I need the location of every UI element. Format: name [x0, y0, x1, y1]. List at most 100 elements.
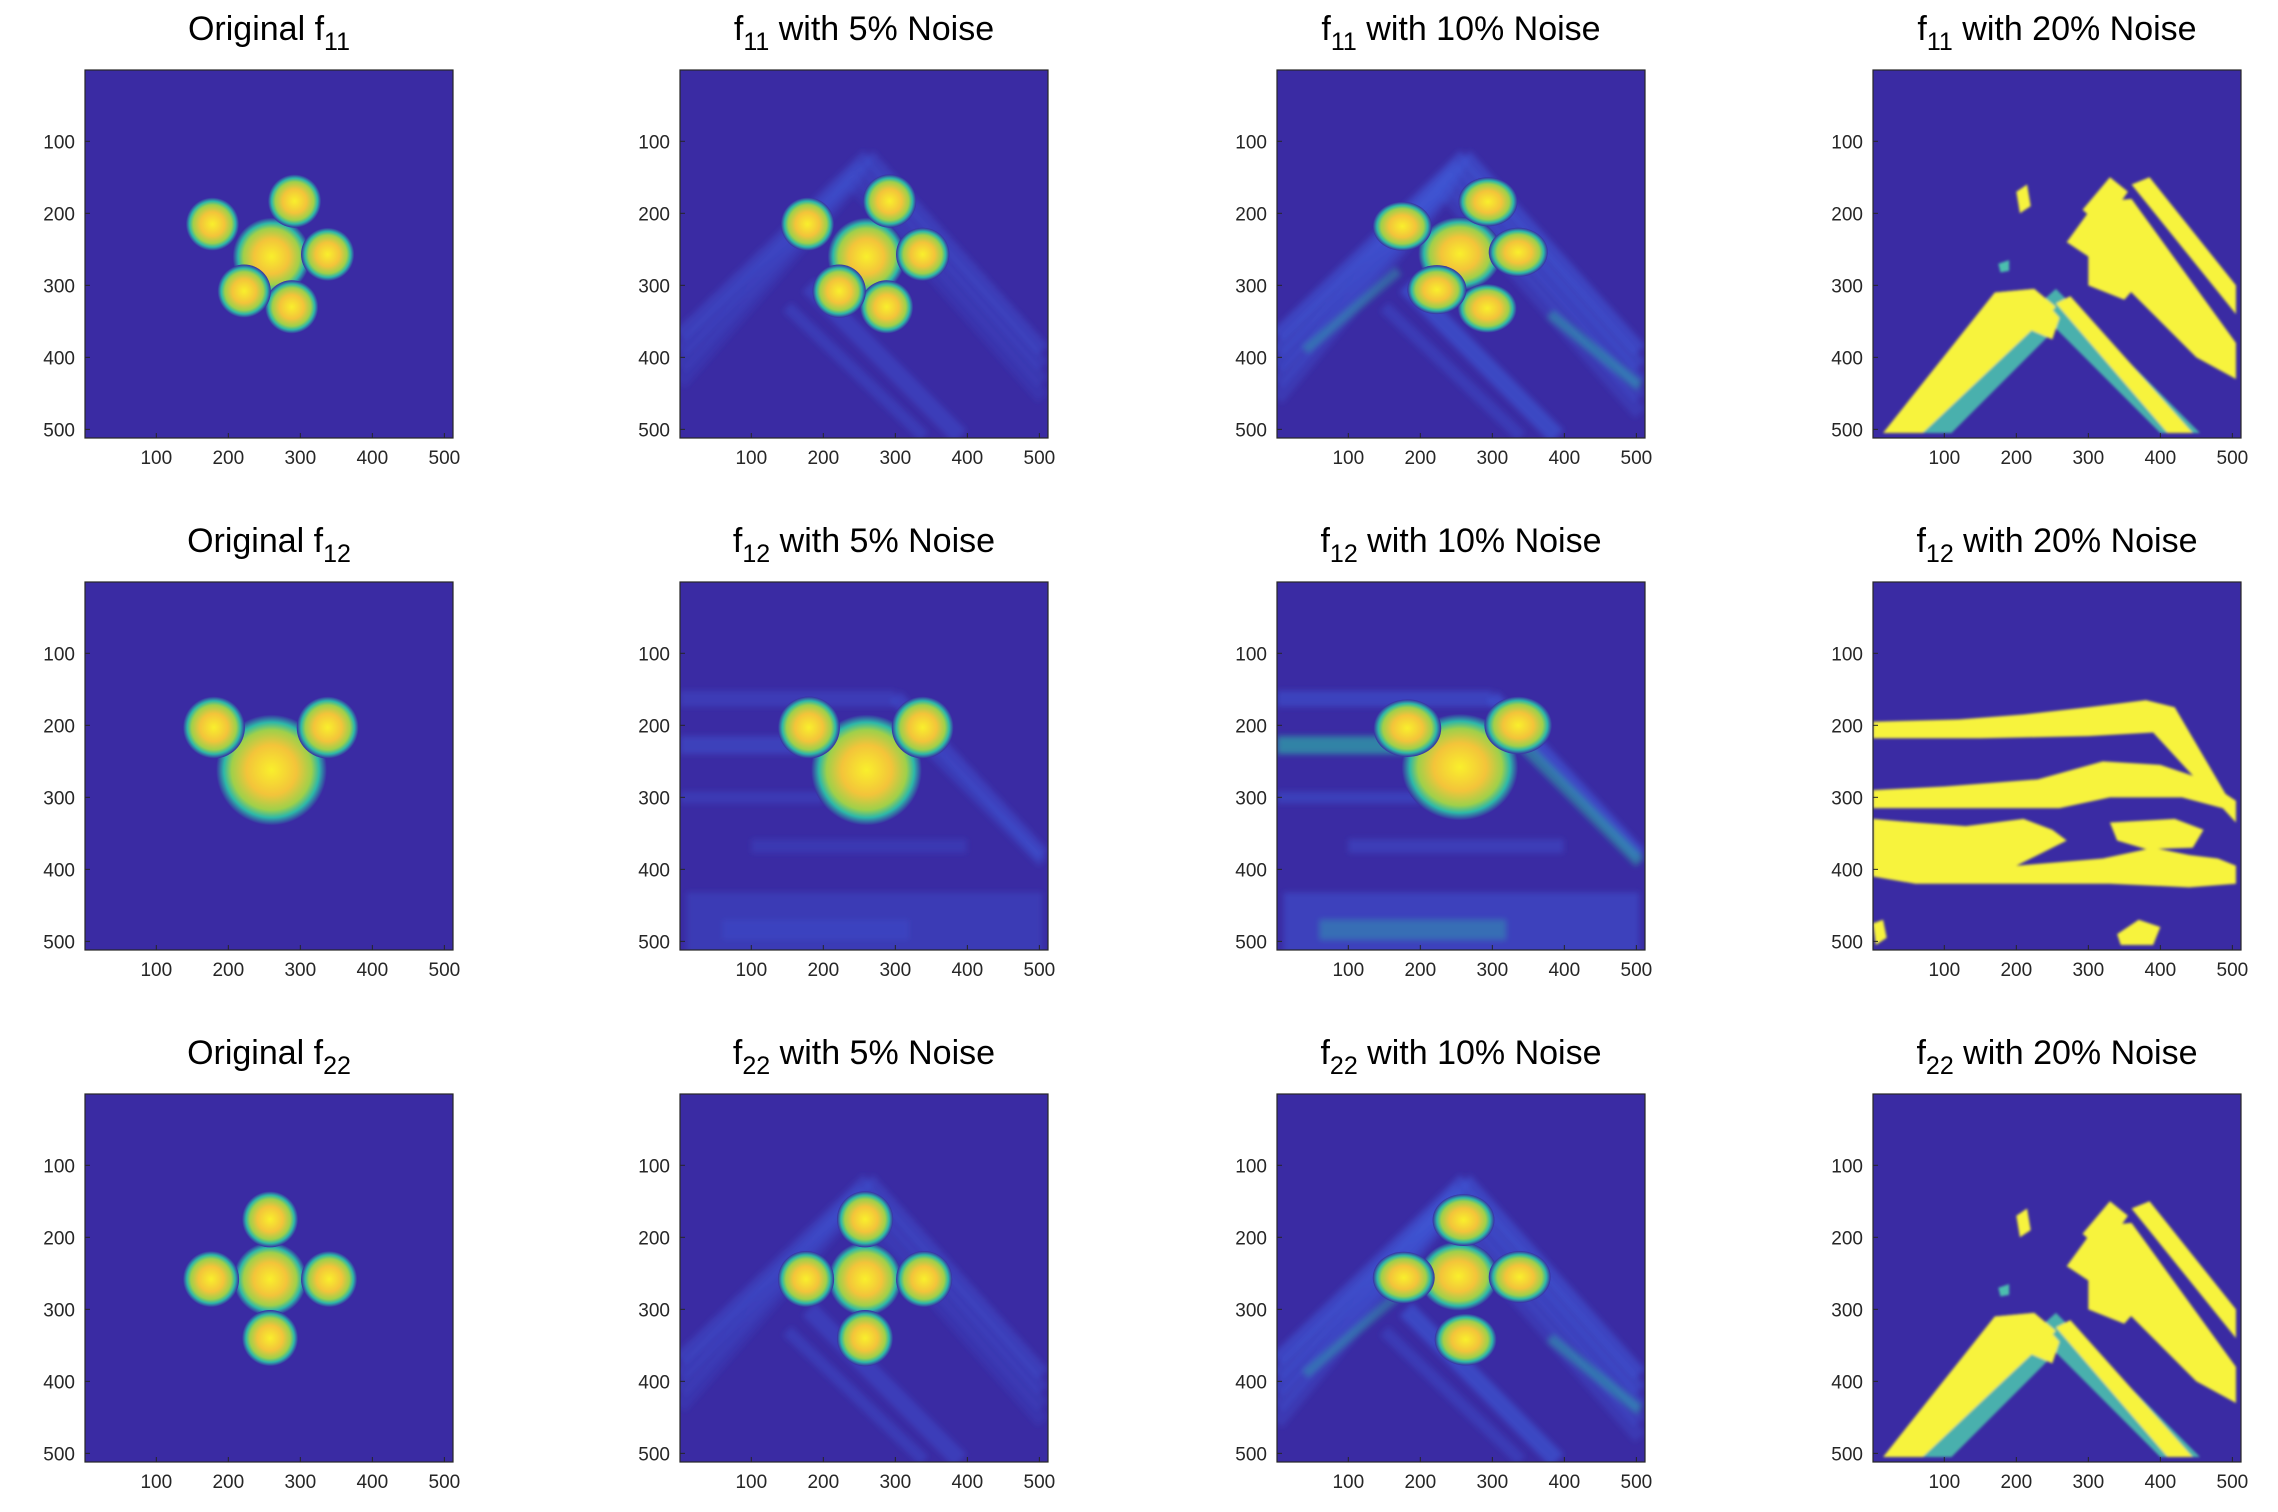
blob: [1372, 201, 1432, 251]
y-tick-label: 400: [1831, 860, 1863, 881]
blob: [896, 227, 950, 282]
y-tick-label: 300: [638, 788, 670, 809]
x-tick-label: 500: [1024, 448, 1056, 469]
blob: [836, 1191, 894, 1248]
axes-box: [1276, 69, 1646, 439]
x-tick-label: 100: [1928, 448, 1960, 469]
x-tick-label: 500: [1024, 1472, 1056, 1493]
x-tick-label: 200: [212, 448, 244, 469]
blob: [860, 280, 914, 334]
blob: [828, 1242, 902, 1316]
blob: [301, 1250, 358, 1308]
y-tick-label: 500: [1831, 932, 1863, 953]
x-tick-label: 200: [1404, 960, 1436, 981]
x-tick-label: 300: [284, 1472, 316, 1493]
y-tick-label: 300: [638, 276, 670, 297]
x-tick-label: 500: [429, 1472, 461, 1493]
panel-title: f12 with 5% Noise: [733, 522, 995, 568]
blob: [811, 714, 922, 826]
y-tick-label: 500: [43, 1444, 75, 1465]
axes-box: [84, 69, 454, 439]
x-tick-label: 100: [735, 960, 767, 981]
blob: [777, 696, 840, 759]
x-tick-label: 200: [1404, 1472, 1436, 1493]
x-tick-label: 500: [429, 448, 461, 469]
signal-blobs: [1372, 1194, 1551, 1366]
signal-blobs: [1372, 177, 1548, 333]
blob: [891, 696, 954, 759]
blob: [836, 1310, 894, 1367]
y-tick-label: 200: [1831, 204, 1863, 225]
x-tick-label: 100: [1928, 960, 1960, 981]
y-tick-label: 100: [1235, 132, 1267, 153]
y-tick-label: 400: [1831, 1372, 1863, 1393]
panel-title: f22 with 10% Noise: [1320, 1034, 1601, 1080]
x-tick-label: 500: [1621, 1472, 1653, 1493]
x-tick-label: 300: [284, 960, 316, 981]
y-tick-label: 200: [1235, 204, 1267, 225]
blob: [780, 197, 835, 251]
blob: [862, 174, 917, 228]
blob: [777, 1250, 835, 1308]
blob: [1372, 1251, 1435, 1304]
blob: [182, 1250, 240, 1308]
axes-box: [679, 1093, 1049, 1463]
panel-title: f12 with 10% Noise: [1320, 522, 1601, 568]
axes-box: [679, 69, 1049, 439]
y-tick-label: 500: [43, 932, 75, 953]
x-tick-label: 100: [140, 448, 172, 469]
y-tick-label: 500: [1235, 1444, 1267, 1465]
x-tick-label: 300: [1476, 448, 1508, 469]
blob: [216, 714, 327, 826]
x-tick-label: 500: [2217, 960, 2249, 981]
blob: [241, 1191, 299, 1248]
y-tick-label: 100: [1235, 644, 1267, 665]
x-tick-label: 100: [735, 1472, 767, 1493]
y-tick-label: 200: [43, 1228, 75, 1249]
heatmap-background: [1873, 582, 2241, 950]
x-tick-label: 200: [212, 960, 244, 981]
x-tick-label: 500: [2217, 448, 2249, 469]
x-tick-label: 100: [735, 448, 767, 469]
noise-saturation: [1873, 700, 2236, 945]
noise-streaks: [1277, 690, 1645, 950]
x-tick-label: 300: [1476, 1472, 1508, 1493]
y-tick-label: 400: [43, 348, 75, 369]
y-tick-label: 500: [1831, 420, 1863, 441]
x-tick-label: 400: [1548, 960, 1580, 981]
blob: [1484, 696, 1553, 755]
axes-box: [1872, 1093, 2242, 1463]
x-tick-label: 400: [1548, 1472, 1580, 1493]
y-tick-label: 200: [43, 204, 75, 225]
blob: [296, 696, 359, 759]
x-tick-label: 500: [2217, 1472, 2249, 1493]
y-tick-label: 500: [638, 1444, 670, 1465]
x-tick-label: 400: [356, 1472, 388, 1493]
axes-box: [84, 581, 454, 951]
signal-blobs: [182, 696, 359, 826]
y-tick-label: 300: [638, 1300, 670, 1321]
x-tick-label: 400: [2144, 1472, 2176, 1493]
signal-blobs: [1373, 696, 1553, 821]
y-tick-label: 400: [1235, 1372, 1267, 1393]
y-tick-label: 300: [1831, 1300, 1863, 1321]
y-tick-label: 300: [43, 1300, 75, 1321]
y-tick-label: 300: [1235, 1300, 1267, 1321]
y-tick-label: 500: [638, 932, 670, 953]
blob: [265, 280, 319, 334]
x-tick-label: 400: [951, 448, 983, 469]
panel-title: f22 with 5% Noise: [733, 1034, 995, 1080]
blob: [1457, 283, 1517, 333]
